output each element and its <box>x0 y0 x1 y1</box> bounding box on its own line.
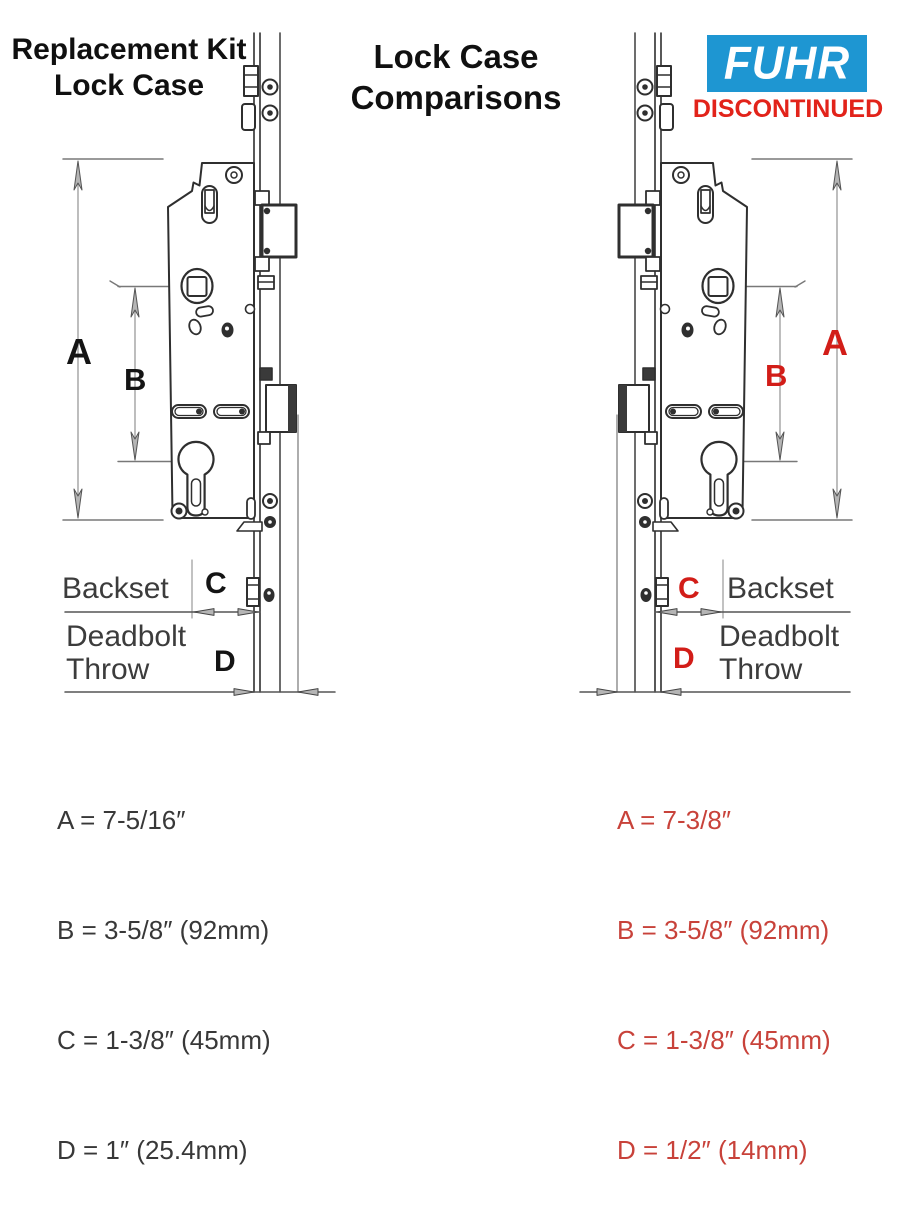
right-measurement-c: C = 1-3/8″ (45mm) <box>617 1024 831 1055</box>
left-measurement-d: D = 1″ (25.4mm) <box>57 1134 248 1165</box>
left-dim-c-label: C <box>205 567 227 600</box>
left-dim-d-label: D <box>214 645 236 678</box>
page-title-line1: Lock Case <box>373 38 539 75</box>
left-measurement-a: A = 7-5/16″ <box>57 805 186 836</box>
discontinued-badge: DISCONTINUED <box>692 95 884 123</box>
right-deadbolt-throw-label: Deadbolt Throw <box>719 620 840 686</box>
right-dim-b-label: B <box>765 358 788 393</box>
fuhr-logo: FUHR <box>707 35 867 92</box>
fuhr-logo-text: FUHR <box>723 37 851 89</box>
left-dim-b-label: B <box>124 362 147 397</box>
left-dim-a-label: A <box>66 331 92 372</box>
right-backset-label: Backset <box>727 572 834 605</box>
left-measurement-c: C = 1-3/8″ (45mm) <box>57 1024 271 1055</box>
left-lock-title-line1: Replacement Kit <box>11 33 247 66</box>
left-measurement-list: A = 7-5/16″ B = 3-5/8″ (92mm) C = 1-3/8″… <box>57 729 271 1205</box>
page-title-line2: Comparisons <box>350 79 562 116</box>
left-lock-title: Replacement Kit Lock Case <box>0 32 258 104</box>
left-deadbolt-throw-label: Deadbolt Throw <box>66 620 187 686</box>
left-backset-label: Backset <box>62 572 169 605</box>
left-lock-title-line2: Lock Case <box>53 69 205 102</box>
page-title: Lock Case Comparisons <box>325 36 587 118</box>
right-dim-a-label: A <box>822 322 848 363</box>
lock-diagram-right <box>578 31 854 697</box>
right-measurement-list: A = 7-3/8″ B = 3-5/8″ (92mm) C = 1-3/8″ … <box>617 729 831 1205</box>
right-dim-d-label: D <box>673 642 695 675</box>
right-measurement-a: A = 7-3/8″ <box>617 805 732 836</box>
right-dim-c-label: C <box>678 572 700 605</box>
lock-case-comparison-page: { "titles": { "left_line1": "Replacement… <box>0 31 884 1165</box>
right-measurement-b: B = 3-5/8″ (92mm) <box>617 914 830 945</box>
right-measurement-d: D = 1/2″ (14mm) <box>617 1134 808 1165</box>
left-measurement-b: B = 3-5/8″ (92mm) <box>57 914 270 945</box>
